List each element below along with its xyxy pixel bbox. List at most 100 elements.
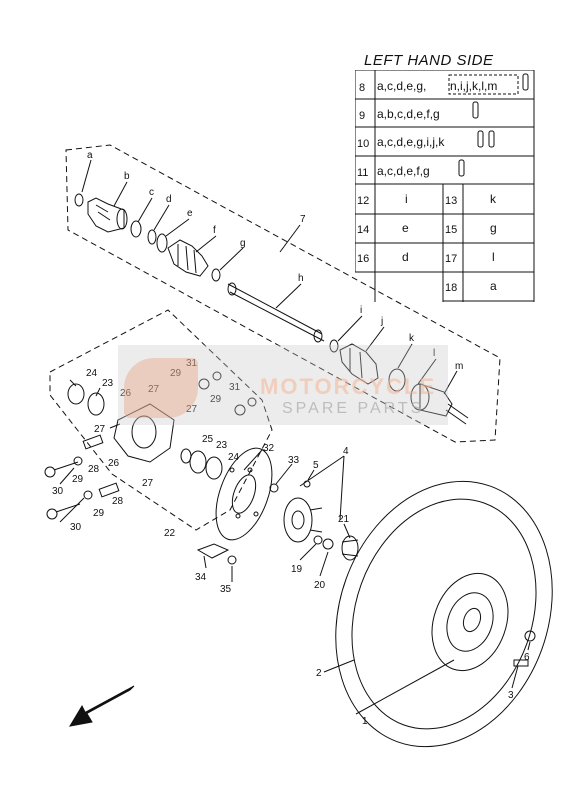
bolt-35[interactable] (227, 555, 237, 565)
callout-27b: 27 (186, 404, 198, 415)
callout-29b: 29 (210, 394, 222, 405)
callout-19: 19 (291, 564, 303, 575)
part-d-clip[interactable] (147, 229, 157, 245)
nut-6[interactable] (524, 630, 536, 642)
callout-5: 5 (313, 460, 319, 471)
washer-19[interactable] (313, 535, 323, 545)
part-c-band[interactable] (130, 220, 142, 238)
nut-31b[interactable] (247, 397, 257, 407)
bolt-5[interactable] (303, 480, 311, 488)
callout-27a: 27 (148, 384, 160, 395)
bolt-30a[interactable] (44, 461, 79, 478)
watermark-brand: MOTORCYCLE (260, 374, 437, 399)
washer-29c[interactable] (198, 378, 210, 390)
nut-31a[interactable] (212, 371, 222, 381)
legend-grid-18-val: a (490, 279, 497, 293)
callout-27c: 27 (94, 424, 106, 435)
callout-22: 22 (164, 528, 176, 539)
callout-29a: 29 (170, 368, 182, 379)
callout-21: 21 (338, 514, 350, 525)
washer-29b[interactable] (83, 490, 93, 500)
collar-28a[interactable] (82, 434, 104, 450)
callout-7: 7 (300, 214, 306, 225)
callout-30b: 30 (70, 522, 82, 533)
callout-35: 35 (220, 584, 232, 595)
callout-23a: 23 (102, 378, 114, 389)
legend-row-11-num: 11 (357, 167, 369, 179)
legend-grid-13-num: 13 (445, 195, 458, 207)
legend-grid-14-val: e (402, 221, 409, 235)
tire[interactable] (300, 451, 566, 778)
legend-row-9-num: 9 (359, 110, 366, 122)
legend-row-11-text: a,c,d,e,f,g (377, 164, 430, 178)
oil-seal-24a[interactable] (67, 383, 85, 405)
callout-34: 34 (195, 572, 207, 583)
legend-row-8-num: 8 (359, 82, 366, 94)
callout-29d: 29 (93, 508, 105, 519)
knuckle-assembly-outline (49, 309, 273, 531)
wheel-hub[interactable] (283, 497, 323, 543)
part-m-inner-joint[interactable] (410, 383, 469, 425)
callout-26a: 26 (120, 388, 132, 399)
callout-23b: 23 (216, 440, 228, 451)
callout-2: 2 (316, 668, 322, 679)
callout-g: g (240, 238, 246, 249)
front-arrow-icon (69, 685, 135, 727)
ring-25[interactable] (180, 448, 192, 464)
bearing-23a[interactable] (87, 392, 105, 416)
legend-row-8-text: a,c,d,e,g, (377, 79, 427, 93)
legend-grid-14-num: 14 (357, 224, 370, 236)
washer-29d[interactable] (234, 404, 246, 416)
wheel-rim[interactable] (419, 563, 521, 682)
part-a-circlip[interactable] (74, 193, 84, 207)
part-h-shaft[interactable] (227, 282, 325, 343)
callout-33: 33 (288, 455, 300, 466)
callout-29c: 29 (72, 474, 84, 485)
part-k-band[interactable] (388, 368, 406, 392)
callout-e: e (187, 208, 193, 219)
bolt-33[interactable] (269, 483, 279, 493)
callout-30a: 30 (52, 486, 64, 497)
part-g-ring[interactable] (211, 268, 221, 282)
brake-disc[interactable] (205, 441, 283, 548)
callout-28b: 28 (112, 496, 124, 507)
bracket-34[interactable] (196, 543, 230, 559)
callout-b: b (124, 171, 130, 182)
knuckle[interactable] (113, 403, 175, 463)
callout-a: a (87, 150, 93, 161)
callout-i: i (360, 305, 362, 316)
nut-21[interactable] (341, 535, 359, 561)
watermark-band (118, 345, 448, 425)
legend-grid-17-val: l (492, 250, 495, 264)
legend-title: LEFT HAND SIDE (364, 52, 494, 69)
callout-31a: 31 (186, 358, 198, 369)
callout-20: 20 (314, 580, 326, 591)
callout-24a: 24 (86, 368, 98, 379)
part-f-boot[interactable] (167, 239, 209, 277)
legend-grid-15-num: 15 (445, 224, 458, 236)
washer-20[interactable] (322, 538, 334, 550)
callout-25: 25 (202, 434, 214, 445)
callout-24b: 24 (228, 452, 240, 463)
part-i-clip[interactable] (329, 339, 339, 353)
part-e-band[interactable] (156, 233, 168, 253)
legend-row-10-num: 10 (357, 138, 370, 150)
callout-3: 3 (508, 690, 514, 701)
bearing-23b[interactable] (189, 450, 207, 474)
watermark-sub: SPARE PARTS (282, 400, 425, 417)
callout-1: 1 (362, 716, 368, 727)
legend-grid-16-num: 16 (357, 253, 370, 265)
callout-6: 6 (524, 652, 530, 663)
callout-l: l (433, 348, 435, 359)
callout-27d: 27 (142, 478, 154, 489)
part-j-boot[interactable] (339, 343, 379, 385)
legend-grid-18-num: 18 (445, 282, 458, 294)
legend-table (355, 70, 535, 302)
legend-grid-17-num: 17 (445, 253, 458, 265)
collar-28b[interactable] (98, 482, 120, 498)
valve-3[interactable] (513, 659, 529, 667)
washer-29a[interactable] (73, 456, 83, 466)
oil-seal-24b[interactable] (205, 456, 223, 480)
part-b-outer-joint[interactable] (87, 197, 128, 233)
callout-h: h (298, 273, 304, 284)
